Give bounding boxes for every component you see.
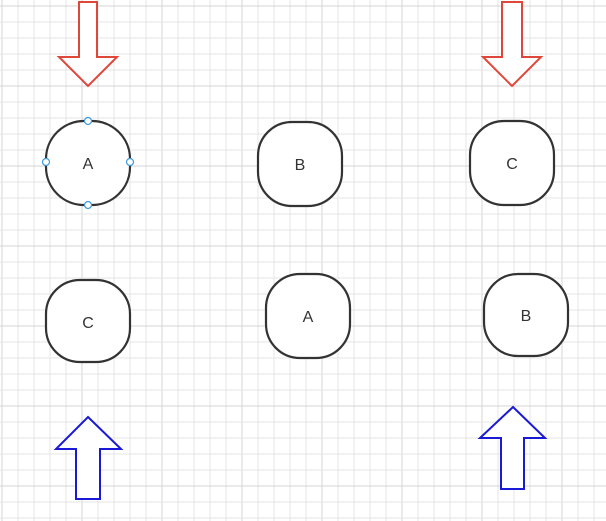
- arrow-down-left-shape[interactable]: [56, 1, 120, 88]
- arrow-up-right[interactable]: [477, 405, 548, 490]
- node-b-top-label: B: [295, 157, 306, 174]
- selection-handle-right[interactable]: [125, 157, 135, 167]
- node-c-top[interactable]: C: [468, 119, 556, 207]
- node-b-bottom[interactable]: B: [482, 272, 570, 358]
- selection-handle-left[interactable]: [41, 157, 51, 167]
- node-b-top[interactable]: B: [256, 120, 344, 208]
- arrow-up-right-shape[interactable]: [477, 405, 548, 490]
- node-b-bottom-label: B: [521, 308, 532, 325]
- arrow-down-right[interactable]: [480, 1, 544, 88]
- node-c-bottom-label: C: [82, 315, 94, 332]
- selection-handle-bottom[interactable]: [83, 200, 93, 210]
- node-c-bottom[interactable]: C: [44, 278, 132, 364]
- node-c-bottom-shape[interactable]: [44, 278, 132, 364]
- node-a-top[interactable]: A: [41, 116, 135, 210]
- arrow-down-right-shape[interactable]: [480, 1, 544, 88]
- selection-handle-top[interactable]: [83, 116, 93, 126]
- node-a-bottom[interactable]: A: [264, 272, 352, 360]
- node-c-top-shape[interactable]: [468, 119, 556, 207]
- arrow-up-left-shape[interactable]: [53, 415, 124, 500]
- node-a-bottom-label: A: [303, 309, 314, 326]
- node-a-top-label: A: [83, 156, 94, 173]
- node-c-top-label: C: [506, 156, 518, 173]
- arrow-down-left[interactable]: [56, 1, 120, 88]
- node-b-bottom-shape[interactable]: [482, 272, 570, 358]
- node-b-top-shape[interactable]: [256, 120, 344, 208]
- node-a-bottom-shape[interactable]: [264, 272, 352, 360]
- arrow-up-left[interactable]: [53, 415, 124, 500]
